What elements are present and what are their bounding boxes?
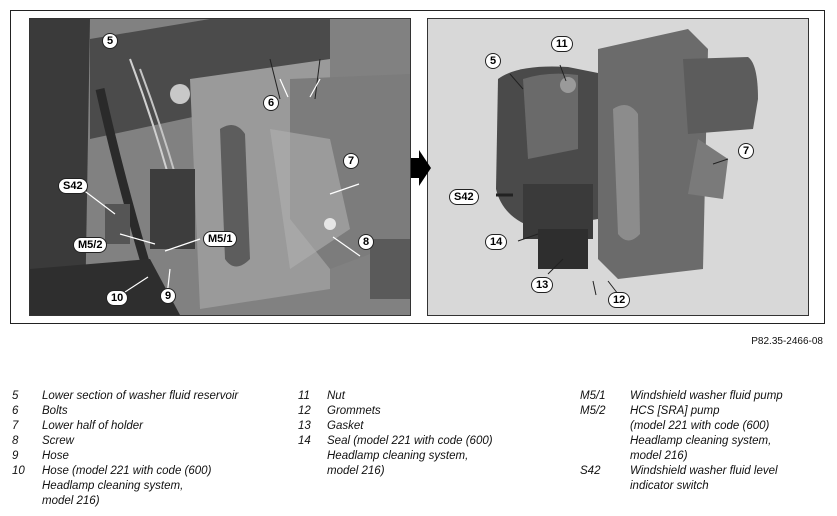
callout-m5-1: M5/1: [203, 231, 238, 247]
callout-7-left: 7: [343, 153, 360, 169]
callout-5-left: 5: [102, 33, 119, 49]
callout-6: 6: [263, 95, 280, 111]
callout-7-right: 7: [738, 143, 755, 159]
callout-5-right: 5: [485, 53, 502, 69]
callout-13: 13: [531, 277, 554, 293]
callout-12: 12: [608, 292, 631, 308]
callout-m5-2: M5/2: [73, 237, 108, 253]
figure-reference: P82.35-2466-08: [751, 336, 823, 347]
callout-8: 8: [358, 234, 375, 250]
transition-arrow-icon: [411, 150, 431, 186]
callout-14: 14: [485, 234, 508, 250]
callout-9: 9: [160, 288, 177, 304]
callout-10: 10: [106, 290, 129, 306]
callout-s42-right: S42: [449, 189, 479, 205]
callout-11: 11: [551, 36, 573, 52]
callout-s42-left: S42: [58, 178, 88, 194]
